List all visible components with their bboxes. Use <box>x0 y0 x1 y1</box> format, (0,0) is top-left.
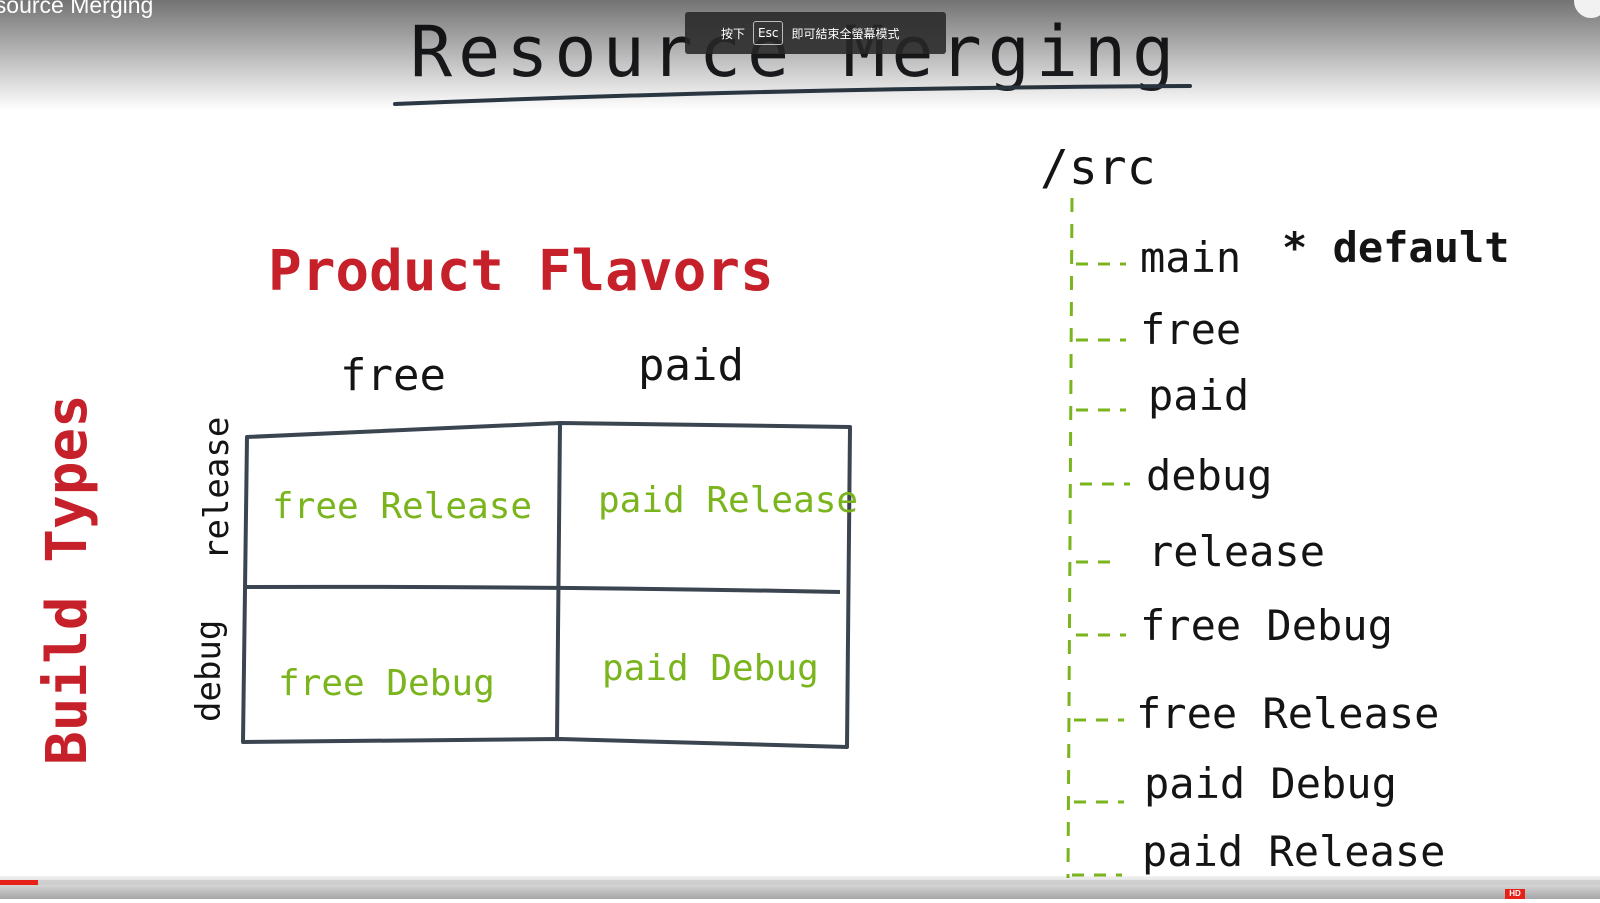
src-item-paid-release: paid Release <box>1142 827 1445 876</box>
column-header-free: free <box>340 350 446 401</box>
src-item-paid: paid <box>1148 371 1249 420</box>
row-header-release: release <box>197 417 237 560</box>
src-item-free-release: free Release <box>1136 689 1439 738</box>
row-header-debug: debug <box>189 620 229 722</box>
toast-suffix: 即可結束全螢幕模式 <box>791 26 900 41</box>
watch-later-icon[interactable] <box>1574 0 1600 18</box>
src-item-release: release <box>1148 527 1325 576</box>
src-item-free: free <box>1140 305 1241 354</box>
cell-paid-release: paid Release <box>598 480 858 521</box>
cell-free-release: free Release <box>272 486 532 527</box>
video-title[interactable]: esource Merging <box>0 0 154 18</box>
src-root-label: /src <box>1040 140 1156 196</box>
src-item-free-debug: free Debug <box>1140 601 1393 650</box>
column-header-paid: paid <box>638 340 744 391</box>
hd-quality-badge: HD <box>1505 889 1525 899</box>
flavor-matrix-grid <box>241 421 852 749</box>
cell-free-debug: free Debug <box>278 663 495 704</box>
cell-paid-debug: paid Debug <box>602 648 819 689</box>
video-progress-bar[interactable] <box>0 880 1600 885</box>
src-item-paid-debug: paid Debug <box>1144 759 1397 808</box>
src-item-debug: debug <box>1146 451 1272 500</box>
progress-played-fill <box>0 880 39 885</box>
fullscreen-exit-toast: 按下 Esc 即可結束全螢幕模式 <box>685 12 946 54</box>
esc-key-icon: Esc <box>753 21 784 45</box>
product-flavors-label: Product Flavors <box>268 239 774 304</box>
default-marker: * default <box>1282 223 1510 272</box>
src-item-main: main <box>1140 233 1241 282</box>
build-types-label: Build Types <box>35 394 100 765</box>
src-tree-branches <box>1072 262 1130 877</box>
src-tree-trunk <box>1066 197 1074 879</box>
toast-prefix: 按下 <box>721 26 746 41</box>
